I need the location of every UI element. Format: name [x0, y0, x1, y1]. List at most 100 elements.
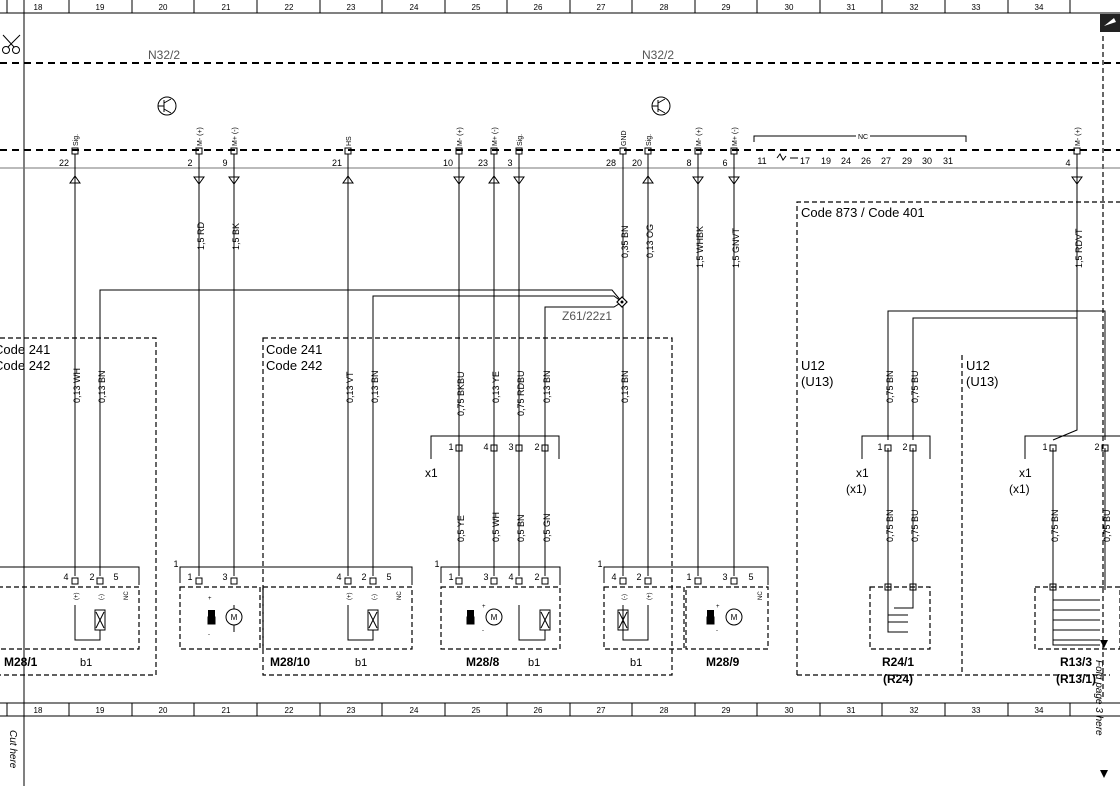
pin-number: 4: [1065, 158, 1070, 168]
ruler-label: 31: [847, 706, 856, 715]
ruler-label: 26: [534, 3, 543, 12]
top-ruler: 18 19 20 21 22 23 24 25 26 27 28 29 30 3…: [0, 0, 1120, 14]
wire-label: 0,75 BN: [1050, 509, 1060, 542]
pin-number: 3: [222, 572, 227, 582]
break-icon: [776, 153, 798, 161]
component-m28-9: 1 4 2 (-) (+) 1 3 5 NC + - M b1 M28/9: [597, 559, 769, 669]
component-label: (R24): [883, 672, 913, 686]
pin-number: 4: [483, 442, 488, 452]
wire-label: 0,5 YE: [456, 515, 466, 542]
ruler-label: 19: [96, 706, 105, 715]
pin-sign: -: [482, 628, 484, 634]
pin-sign: (-): [622, 594, 628, 600]
nc-pin: 17: [800, 156, 810, 166]
pin-number: 1: [434, 559, 439, 569]
ruler-label: 25: [472, 706, 481, 715]
component-label: M28/8: [466, 655, 500, 669]
pin-sign: -: [208, 632, 210, 638]
pin-23: 23 M+ (-): [478, 127, 499, 168]
component-label: R24/1: [882, 655, 914, 669]
ruler-label: 34: [1035, 706, 1044, 715]
ruler-label: 30: [785, 3, 794, 12]
component-label: M28/9: [706, 655, 740, 669]
ruler-label: 29: [722, 706, 731, 715]
code-text: Code 242: [0, 358, 50, 373]
pin-6: 6 M+ (-): [722, 127, 739, 168]
code-text: Code 873 / Code 401: [801, 205, 925, 220]
wire-arrows: [69, 175, 1083, 185]
wire-label: 0,35 BN: [620, 225, 630, 258]
pin-number: 1: [173, 559, 178, 569]
component-label: M28/1: [4, 655, 38, 669]
code-region-left: Code 241 Code 242: [0, 337, 157, 676]
pin-number: 1: [597, 559, 602, 569]
module-u13: (U13): [801, 374, 834, 389]
ruler-label: 19: [96, 3, 105, 12]
connector-x1-paren: (x1): [846, 482, 867, 496]
pin-number: 2: [1094, 442, 1099, 452]
pin-9: 9 M+ (-): [222, 127, 239, 168]
hall-sensor-icon: [539, 609, 551, 631]
component-label: M28/10: [270, 655, 310, 669]
pin-number: 23: [478, 158, 488, 168]
pin-number: 1: [187, 572, 192, 582]
pin-number: 8: [686, 158, 691, 168]
motor-icon: [725, 608, 743, 626]
ruler-label: 27: [597, 3, 606, 12]
pin-sign: +: [482, 604, 486, 610]
ruler-label: 31: [847, 3, 856, 12]
pin-8: 8 M- (+): [686, 127, 703, 168]
wire-label: 1,5 RDVT: [1074, 228, 1084, 268]
motor-letter: M: [231, 613, 238, 622]
pin-signal: M- (+): [1075, 127, 1082, 146]
pin-number: 1: [448, 442, 453, 452]
component-m28-8: 1 1 3 4 2 + - M M28/8 b1: [434, 559, 561, 669]
pin-number: 5: [748, 572, 753, 582]
connector-label-right: N32/2: [642, 48, 674, 62]
sensor-label: b1: [355, 657, 367, 669]
splice-z61: Z61/22z1: [562, 296, 628, 323]
pin-number: 1: [877, 442, 882, 452]
code-region-mid: Code 241 Code 242: [262, 337, 673, 676]
pin-signal: M- (+): [696, 127, 703, 146]
connector-x1-r24: 1 2 x1 (x1): [846, 435, 931, 496]
module-u13: (U13): [966, 374, 999, 389]
pin-4: 4 M- (+): [1065, 127, 1082, 168]
wire-label: 0,75 BU: [910, 509, 920, 542]
connector-x1-r13: 1 2 x1 (x1): [1009, 435, 1120, 496]
pin-number: 1: [686, 572, 691, 582]
pin-number: 1: [1042, 442, 1047, 452]
module-u12: U12: [801, 358, 825, 373]
pin-signal: Sig.: [646, 134, 653, 146]
ruler-label: 32: [910, 3, 919, 12]
nc-pin: 30: [922, 156, 932, 166]
splice-label: Z61/22z1: [562, 309, 612, 323]
ruler-label: 28: [660, 3, 669, 12]
ruler-label: 21: [222, 3, 231, 12]
wire-label: 0,13 WH: [72, 368, 82, 403]
pin-number: 2: [534, 442, 539, 452]
wire-label: 1,5 WHBK: [695, 226, 705, 268]
ruler-label: 29: [722, 3, 731, 12]
pin-sign: (+): [647, 592, 653, 600]
pin-sign: (+): [347, 592, 353, 600]
ruler-label: 23: [347, 706, 356, 715]
wire-label: 0,5 BN: [516, 514, 526, 542]
motor-icon: [485, 608, 503, 626]
nc-pin: 11: [757, 156, 766, 166]
nc-pin: 31: [943, 156, 953, 166]
ruler-label: 21: [222, 706, 231, 715]
wire-label: 0,75 RDBU: [516, 370, 526, 416]
pin-nc: NC: [758, 591, 764, 600]
nc-pin: 29: [902, 156, 912, 166]
pin-number: 3: [722, 572, 727, 582]
sensor-label: b1: [528, 657, 540, 669]
wire-label: 0,13 VT: [345, 371, 355, 403]
pin-number: 5: [113, 572, 118, 582]
pin-number: 28: [606, 158, 616, 168]
wire-label: 1,5 GNVT: [731, 227, 741, 268]
ruler-label: 24: [410, 706, 419, 715]
wire-label: 0,13 BN: [370, 370, 380, 403]
component-m28-1: 4 2 5 (+) (-) NC M28/1 b1: [0, 566, 140, 669]
